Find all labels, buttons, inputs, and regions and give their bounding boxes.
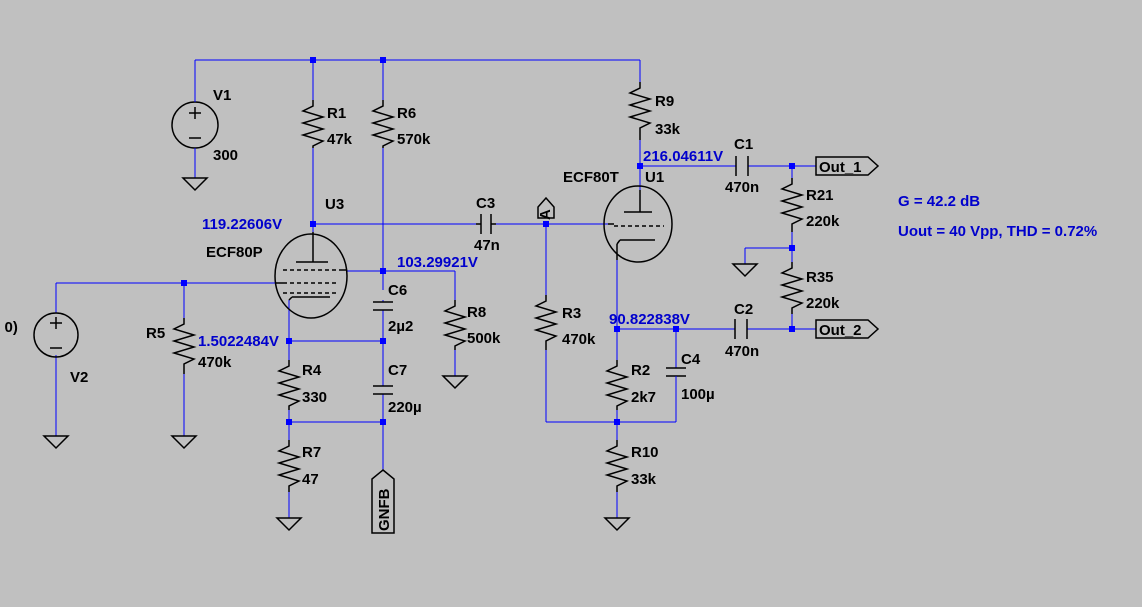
r4-value: 330	[302, 389, 327, 406]
ground-icon	[42, 435, 70, 450]
resistor-r1: R1 47k	[300, 100, 353, 148]
resistor-r4: R4 330	[276, 360, 327, 410]
ground-symbols	[42, 177, 759, 532]
v1-value: 300	[213, 147, 238, 164]
resistor-r6: R6 570k	[370, 100, 431, 148]
r35-name: R35	[806, 269, 834, 286]
voltage-annotations: 119.22606V 103.29921V 1.5022484V 216.046…	[198, 148, 723, 350]
r6-value: 570k	[397, 131, 431, 148]
u1-cathode-voltage: 90.822838V	[609, 311, 690, 328]
capacitor-c6: C6 2µ2	[373, 282, 413, 335]
capacitor-c1: C1 470n	[725, 136, 759, 196]
resistor-r35: R35 220k	[779, 262, 840, 314]
tube-u3: U3 ECF80P	[206, 196, 348, 319]
capacitor-c7: C7 220µ	[373, 362, 422, 416]
c7-name: C7	[388, 362, 407, 379]
r35-value: 220k	[806, 295, 840, 312]
c6-value: 2µ2	[388, 318, 413, 335]
u1-model: ECF80T	[563, 169, 619, 186]
c3-value: 47n	[474, 237, 500, 254]
resistor-r10: R10 33k	[604, 440, 659, 492]
u1-name: U1	[645, 169, 664, 186]
u1-plate-voltage: 216.04611V	[643, 148, 723, 165]
c2-name: C2	[734, 301, 753, 318]
ground-icon	[603, 517, 631, 532]
r9-value: 33k	[655, 121, 681, 138]
u3-screen-voltage: 103.29921V	[397, 254, 478, 271]
v1-source: V1 300	[171, 87, 238, 165]
v1-name: V1	[213, 87, 231, 104]
r1-name: R1	[327, 105, 346, 122]
r10-name: R10	[631, 444, 659, 461]
r21-value: 220k	[806, 213, 840, 230]
net-flag-out1: Out_1	[815, 156, 880, 176]
resistor-r5: R5 470k	[146, 318, 232, 374]
junctions	[181, 57, 795, 425]
r7-name: R7	[302, 444, 321, 461]
net-flag-out2: Out_2	[815, 319, 880, 339]
c7-value: 220µ	[388, 399, 422, 416]
r4-name: R4	[302, 362, 322, 379]
r10-value: 33k	[631, 471, 657, 488]
ground-icon	[731, 263, 759, 278]
ground-icon	[441, 375, 469, 390]
c1-value: 470n	[725, 179, 759, 196]
gain-note: G = 42.2 dB	[898, 193, 980, 210]
r5-value: 470k	[198, 354, 232, 371]
r8-value: 500k	[467, 330, 501, 347]
r3-value: 470k	[562, 331, 596, 348]
ground-icon	[170, 435, 198, 450]
ground-icon	[181, 177, 209, 192]
out2-label: Out_2	[819, 322, 862, 339]
net-flag-gnfb: GNFB	[371, 469, 395, 534]
u3-model: ECF80P	[206, 244, 263, 261]
c1-name: C1	[734, 136, 753, 153]
c3-name: C3	[476, 195, 495, 212]
capacitor-c4: C4 100µ	[666, 351, 715, 403]
r1-value: 47k	[327, 131, 353, 148]
resistor-r3: R3 470k	[533, 295, 596, 350]
triode-envelope	[603, 185, 673, 263]
r21-name: R21	[806, 187, 834, 204]
resistor-r21: R21 220k	[779, 178, 840, 232]
net-gnfb-label: GNFB	[376, 488, 393, 531]
resistor-r9: R9 33k	[627, 82, 681, 140]
r6-name: R6	[397, 105, 416, 122]
net-flag-a: A	[537, 196, 555, 220]
r9-name: R9	[655, 93, 674, 110]
out1-label: Out_1	[819, 159, 862, 176]
v2-source: V2 0 0)	[0, 312, 88, 386]
simulation-notes: G = 42.2 dB Uout = 40 Vpp, THD = 0.72%	[898, 193, 1097, 240]
resistor-r2: R2 2k7	[604, 360, 656, 410]
r2-name: R2	[631, 362, 650, 379]
r3-name: R3	[562, 305, 581, 322]
v2-name: V2	[70, 369, 88, 386]
ground-icon	[275, 517, 303, 532]
resistor-r7: R7 47	[276, 440, 321, 492]
v2-value: 0 0)	[0, 319, 18, 336]
v2-symbol	[33, 312, 79, 358]
capacitor-c2: C2 470n	[725, 301, 759, 360]
r8-name: R8	[467, 304, 486, 321]
tube-u1: ECF80T U1	[563, 169, 673, 263]
c2-value: 470n	[725, 343, 759, 360]
output-note: Uout = 40 Vpp, THD = 0.72%	[898, 223, 1097, 240]
resistor-r8: R8 500k	[442, 300, 501, 350]
r5-name: R5	[146, 325, 165, 342]
wires	[55, 59, 816, 518]
c4-value: 100µ	[681, 386, 715, 403]
u3-plate-voltage: 119.22606V	[202, 216, 282, 233]
u3-name: U3	[325, 196, 344, 213]
u3-cathode-voltage: 1.5022484V	[198, 333, 279, 350]
r2-value: 2k7	[631, 389, 656, 406]
c4-name: C4	[681, 351, 701, 368]
net-a-label: A	[537, 209, 554, 220]
capacitor-c3: C3 47n	[474, 195, 500, 254]
pentode-envelope	[274, 233, 348, 319]
c6-name: C6	[388, 282, 407, 299]
r7-value: 47	[302, 471, 319, 488]
